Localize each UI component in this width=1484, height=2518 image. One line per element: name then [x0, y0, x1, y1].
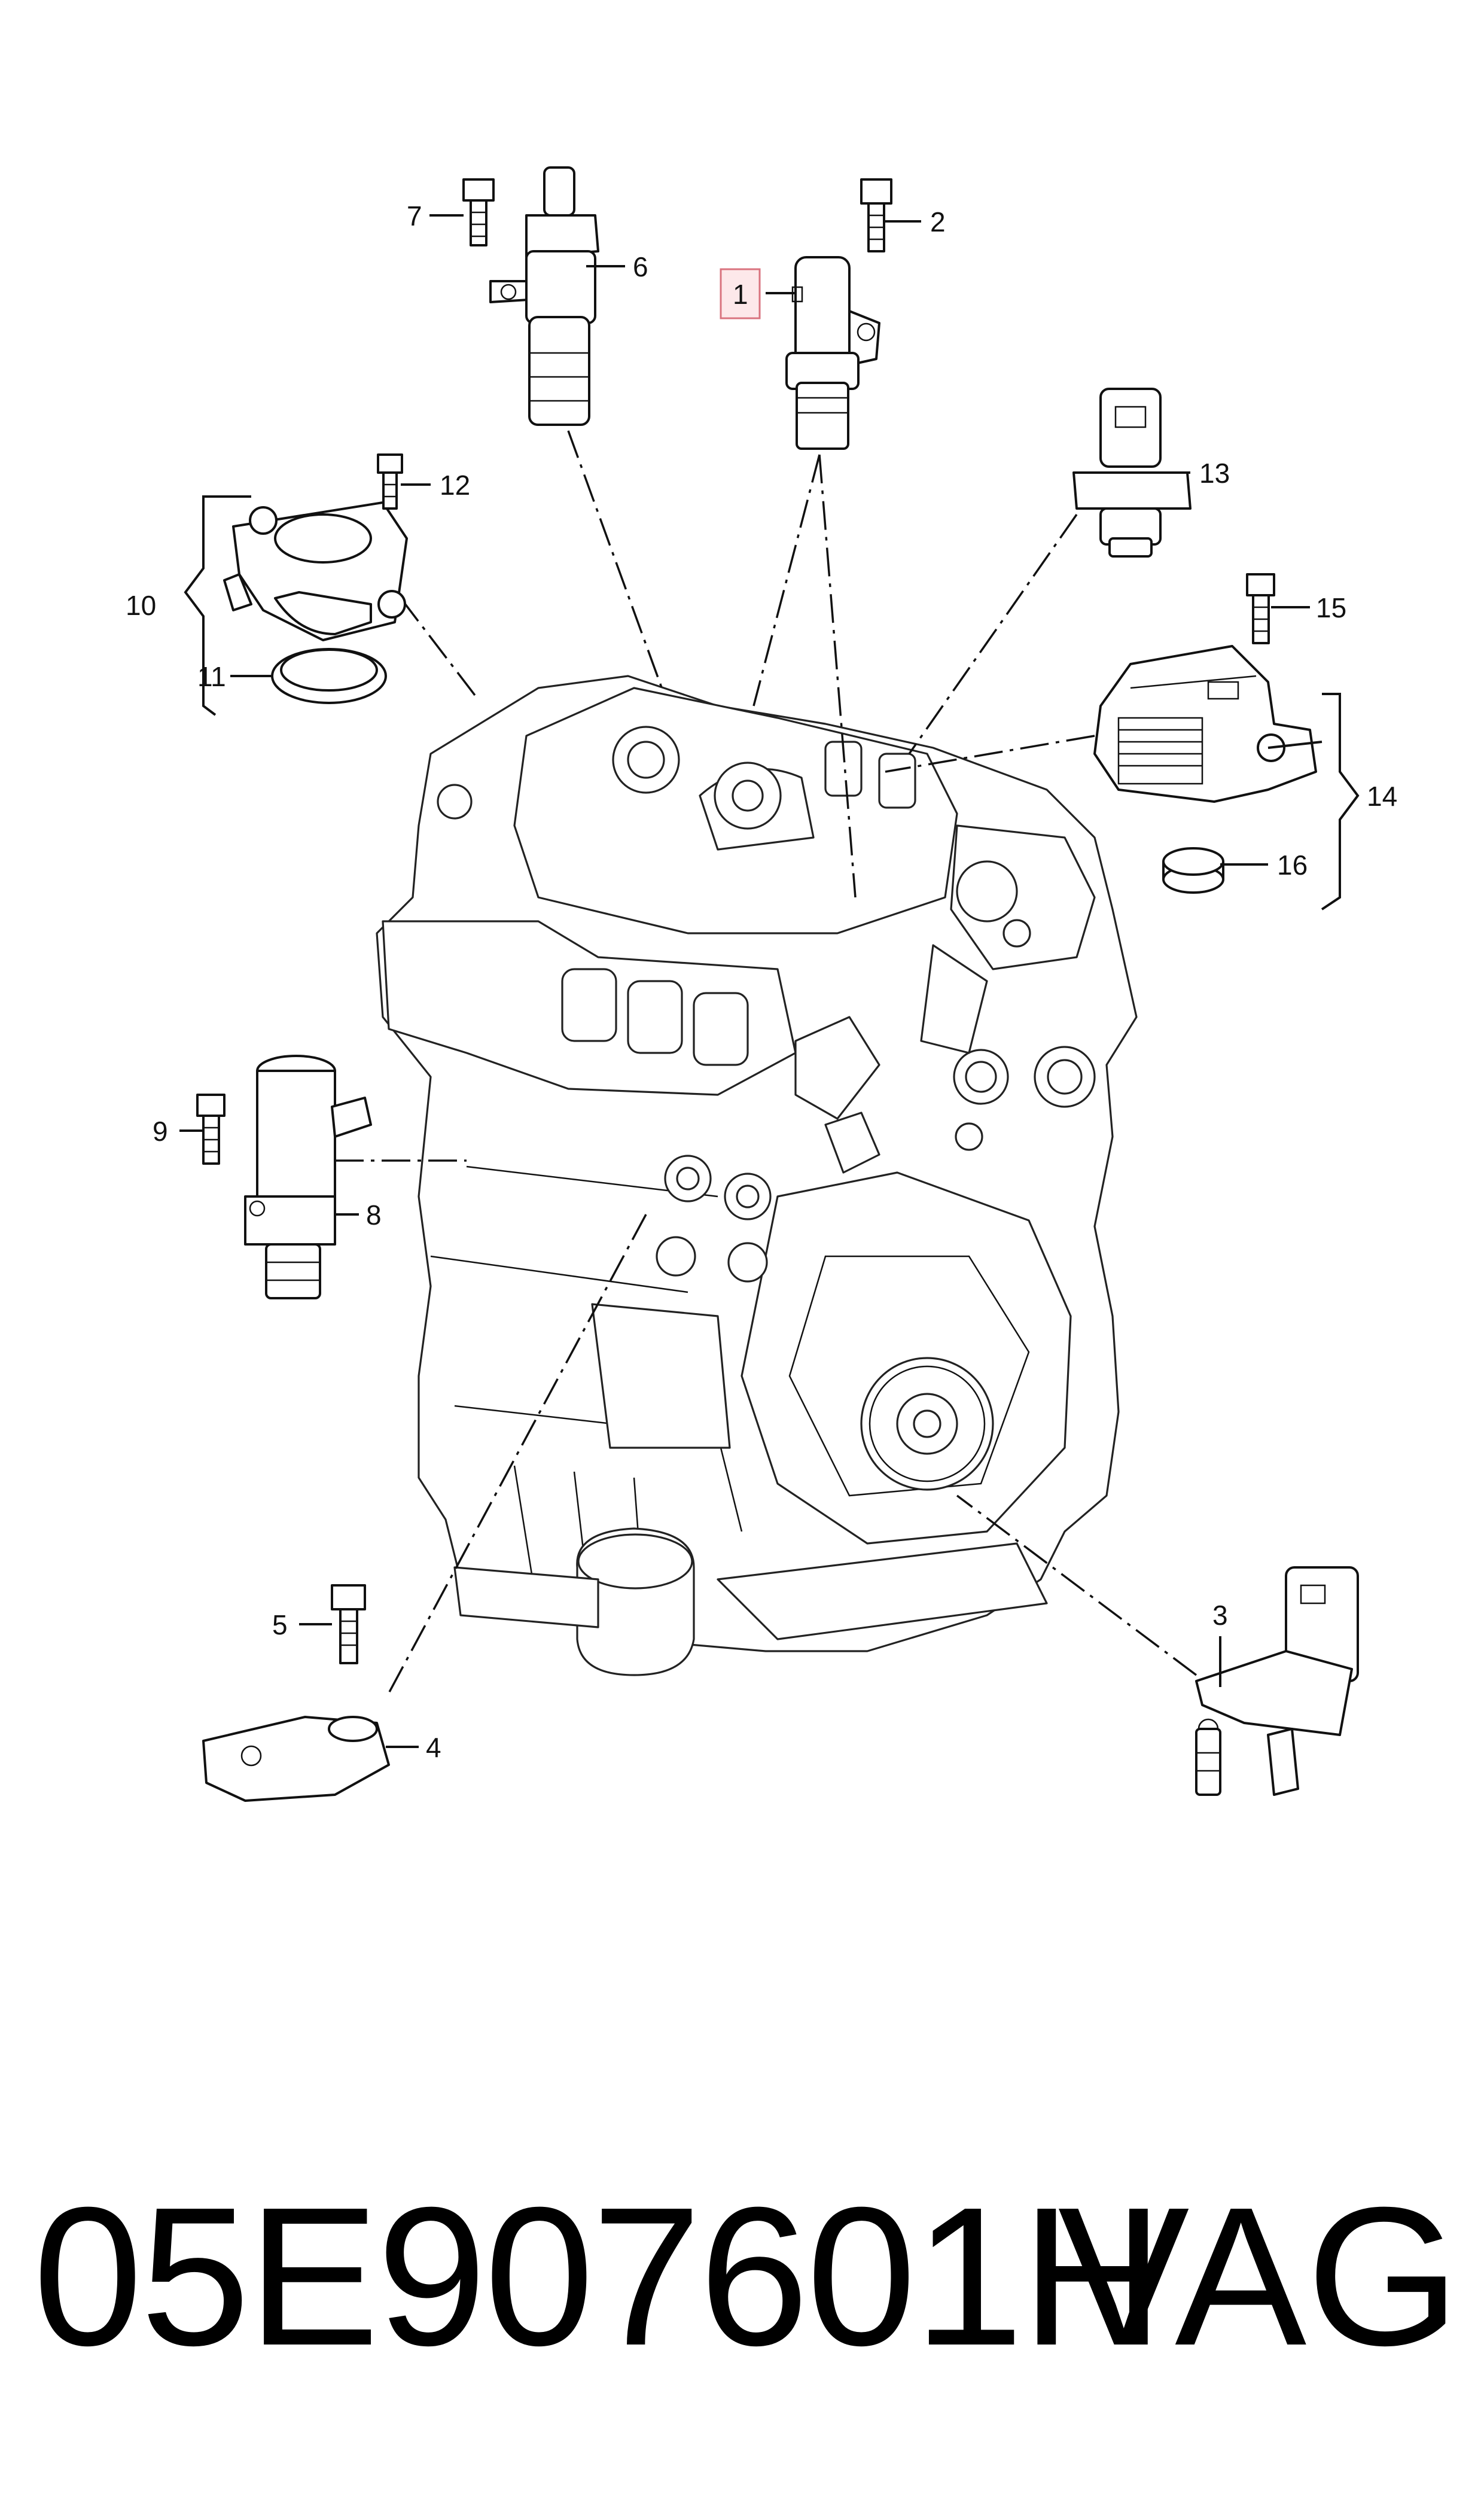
part-14-sensor-module	[1093, 645, 1317, 803]
part-16-o-ring	[1162, 847, 1224, 894]
callout-9[interactable]: 9	[153, 1116, 168, 1147]
callout-12[interactable]: 12	[440, 470, 470, 501]
callout-14[interactable]: 14	[1367, 781, 1397, 812]
callout-labels: 1 2 3 4 5 6 7 8 9 10 11 12 13 14 15 16	[126, 200, 1397, 1763]
part-8-solenoid	[244, 1055, 372, 1299]
callout-3[interactable]: 3	[1212, 1600, 1228, 1631]
callout-7[interactable]: 7	[407, 200, 422, 232]
part-6-control-valve	[489, 166, 599, 426]
callout-5[interactable]: 5	[272, 1609, 288, 1640]
callout-13[interactable]: 13	[1199, 458, 1230, 489]
part-number: 05E907601H	[33, 2166, 1164, 2386]
brand-label: VAG	[1058, 2166, 1460, 2386]
part-13-pressure-sensor	[1072, 388, 1192, 558]
callout-lines	[179, 214, 1360, 1748]
parts-diagram: 1 2 3 4 5 6 7 8 9 10 11 12 13 14 15 16	[126, 166, 1397, 1802]
part-2-bolt	[860, 178, 892, 252]
leader-lines	[335, 430, 1197, 1694]
callout-16[interactable]: 16	[1277, 850, 1308, 881]
part-15-bolt	[1246, 573, 1275, 644]
part-10-sensor-assembly	[223, 501, 408, 641]
part-1-camshaft-sensor	[785, 256, 880, 450]
engine-block	[376, 675, 1138, 1676]
callout-1[interactable]: 1	[733, 279, 748, 310]
part-11-seal-ring	[271, 648, 387, 704]
part-5-bolt	[331, 1584, 366, 1664]
callout-1-highlight-box	[720, 268, 761, 319]
callout-15[interactable]: 15	[1316, 592, 1346, 623]
callout-4[interactable]: 4	[426, 1732, 441, 1763]
callout-11[interactable]: 11	[197, 661, 226, 692]
callout-10[interactable]: 10	[126, 590, 156, 621]
part-7-bolt	[462, 178, 495, 246]
callout-6[interactable]: 6	[633, 251, 648, 282]
part-3-crankshaft-sensor	[1195, 1566, 1359, 1796]
callout-2[interactable]: 2	[930, 206, 946, 238]
callout-8[interactable]: 8	[366, 1199, 382, 1231]
part-9-bolt	[196, 1094, 226, 1165]
part-12-bolt	[377, 453, 403, 510]
part-4-knock-sensor	[202, 1716, 390, 1802]
